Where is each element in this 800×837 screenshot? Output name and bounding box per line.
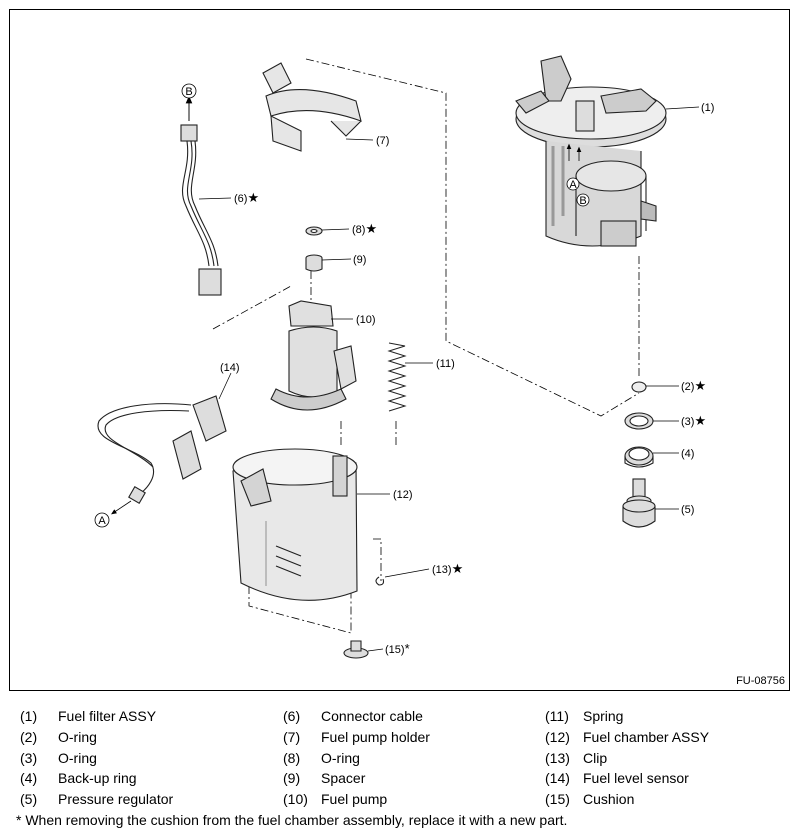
footnote: * When removing the cushion from the fue… (16, 812, 568, 828)
exploded-view-diagram: A B B (94, 55, 714, 659)
leader-lines (198, 106, 700, 652)
callout-10: (10) (356, 314, 376, 326)
cushion-part (343, 640, 369, 659)
legend-name: O-ring (58, 729, 97, 745)
callout-9: (9) (353, 254, 366, 266)
legend-name: Connector cable (321, 708, 423, 724)
legend-num: (11) (545, 708, 569, 724)
clip-part (375, 576, 385, 586)
callout-1: (1) (701, 102, 714, 114)
svg-text:A: A (569, 179, 577, 191)
legend-name: Fuel level sensor (583, 770, 689, 786)
legend-num: (7) (283, 729, 301, 745)
figure-code: FU-08756 (736, 675, 785, 687)
legend-name: Spring (583, 708, 624, 724)
legend-num: (3) (20, 750, 38, 766)
o-ring-8-part (305, 226, 323, 236)
fuel-pump-part (270, 300, 357, 411)
legend-name: Fuel pump holder (321, 729, 430, 745)
spring-part (387, 342, 407, 412)
svg-text:A: A (98, 515, 106, 527)
callout-4: (4) (681, 448, 694, 460)
legend-name: Fuel filter ASSY (58, 708, 157, 724)
legend-num: (9) (283, 770, 301, 786)
back-up-ring-part (624, 446, 654, 468)
connector-cable-part (180, 95, 222, 296)
legend-name: Pressure regulator (58, 791, 174, 807)
callout-6: (6)★ (234, 190, 259, 205)
callout-11: (11) (436, 358, 455, 370)
legend-name: Clip (583, 750, 608, 766)
callout-8: (8)★ (352, 221, 377, 236)
legend-num: (6) (283, 708, 301, 724)
legend-name: Back-up ring (58, 770, 137, 786)
legend-num: (8) (283, 750, 301, 766)
legend-num: (13) (545, 750, 570, 766)
fuel-level-sensor-part (97, 395, 227, 504)
legend-num: (5) (20, 791, 38, 807)
fuel-filter-assy-part (515, 55, 667, 247)
spacer-part (305, 254, 323, 272)
connector-a-marker-left: A (94, 512, 110, 528)
legend-num: (14) (545, 770, 570, 786)
fuel-chamber-assy-part (232, 448, 358, 601)
o-ring-3-part (624, 412, 654, 430)
diagram-frame: A B B (9, 9, 790, 691)
legend-name: Fuel pump (321, 791, 388, 807)
connector-b-marker-upper: B (576, 193, 590, 207)
svg-text:B: B (185, 86, 192, 98)
legend-num: (1) (20, 708, 38, 724)
o-ring-2-part (631, 381, 647, 393)
callout-12: (12) (393, 489, 413, 501)
callout-14: (14) (220, 362, 240, 374)
callout-2: (2)★ (681, 378, 706, 393)
legend-name: Cushion (583, 791, 635, 807)
callout-3: (3)★ (681, 413, 706, 428)
legend-name: O-ring (321, 750, 360, 766)
legend-name: Fuel chamber ASSY (583, 729, 710, 745)
legend-num: (4) (20, 770, 38, 786)
legend-name: Spacer (321, 770, 366, 786)
connector-b-marker-top: B (181, 83, 197, 99)
legend-num: (10) (283, 791, 308, 807)
assembly-lines (212, 58, 640, 634)
callout-7: (7) (376, 135, 389, 147)
legend-name: O-ring (58, 750, 97, 766)
connector-a-marker-upper: A (566, 177, 580, 191)
callout-5: (5) (681, 504, 694, 516)
fuel-pump-holder-part (262, 62, 362, 152)
callout-13: (13)★ (432, 561, 463, 576)
legend-num: (12) (545, 729, 570, 745)
callout-labels: (1) (2)★ (3)★ (4) (5) (6)★ (7) (8)★ (9) … (220, 102, 714, 656)
svg-text:B: B (579, 195, 586, 207)
callout-15: (15)* (385, 641, 410, 656)
pressure-regulator-part (622, 478, 656, 528)
legend-num: (2) (20, 729, 38, 745)
legend-num: (15) (545, 791, 570, 807)
